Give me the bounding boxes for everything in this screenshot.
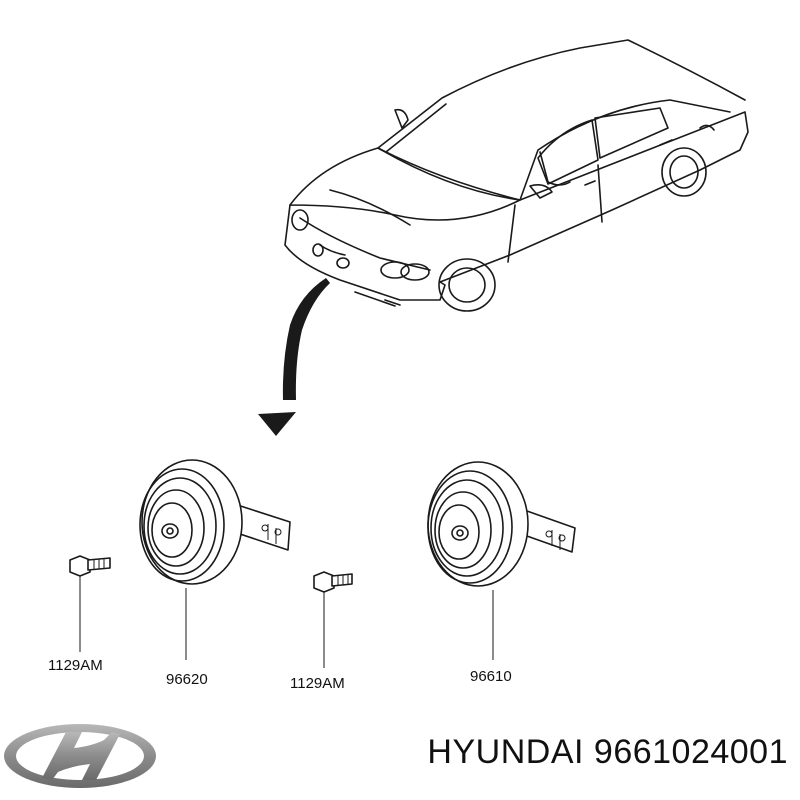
horn-high-drawing <box>427 461 576 660</box>
car-illustration <box>284 39 749 312</box>
horn-high-label: 96610 <box>470 668 512 685</box>
horn-low-drawing <box>139 459 291 660</box>
brand-name: HYUNDAI <box>427 733 584 771</box>
horn-low-label: 96620 <box>166 671 208 688</box>
part-number: 9661024001 <box>593 733 788 771</box>
hyundai-logo-icon <box>4 724 156 788</box>
bolt-right-label: 1129AM <box>290 675 345 692</box>
bolt-right-drawing <box>313 571 353 668</box>
bolt-left-drawing <box>69 555 111 652</box>
bolt-left-label: 1129AM <box>48 657 103 674</box>
pointer-arrow <box>258 278 330 436</box>
caption: HYUNDAI 9661024001 <box>427 733 788 772</box>
